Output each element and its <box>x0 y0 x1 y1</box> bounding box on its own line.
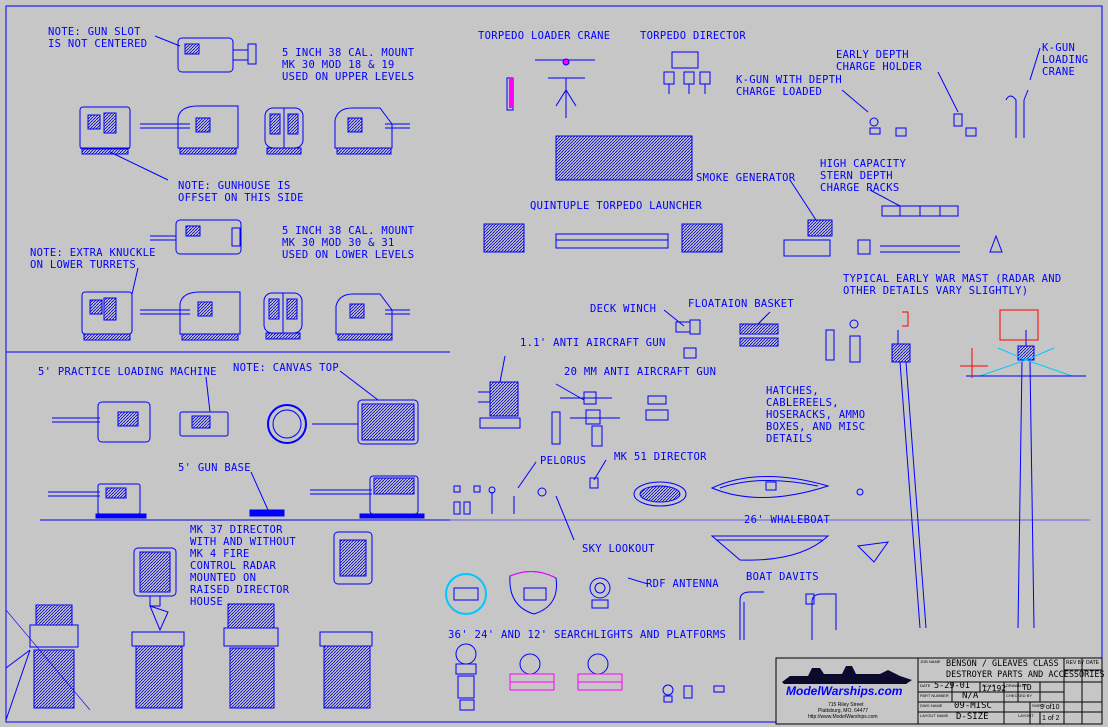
label-mk51: MK 51 DIRECTOR <box>614 451 707 463</box>
depth-charge-items <box>841 47 1041 138</box>
mount-upper-side-views <box>79 105 410 155</box>
label-mast: TYPICAL EARLY WAR MAST (RADAR AND OTHER … <box>843 273 1062 297</box>
label-rdf: RDF ANTENNA <box>646 578 719 590</box>
logo-ship <box>782 666 912 684</box>
address-line2: Plattsburg, MO. 64477 <box>818 708 869 714</box>
label-gunhouse-offset: NOTE: GUNHOUSE IS OFFSET ON THIS SIDE <box>178 180 304 204</box>
label-extra-knuckle: NOTE: EXTRA KNUCKLE ON LOWER TURRETS <box>30 247 156 271</box>
label-mount-lower: 5 INCH 38 CAL. MOUNT MK 30 MOD 30 & 31 U… <box>282 225 415 261</box>
date-value: 5-29-01 <box>934 681 970 691</box>
sheet-label: SHEET <box>1032 703 1046 708</box>
job-name-label: JOB NAME <box>920 659 941 664</box>
date-label: DATE <box>920 683 931 688</box>
torpedo-items <box>483 51 723 253</box>
label-floatation: FLOATAION BASKET <box>688 298 794 310</box>
label-pelorus: PELORUS <box>540 455 587 467</box>
layout-name-value: D-SIZE <box>956 712 989 722</box>
label-smoke: SMOKE GENERATOR <box>696 172 796 184</box>
date2-label: DATE <box>1086 660 1099 666</box>
mount-lower-side-views <box>81 267 410 341</box>
address-line3: http://www.ModelWarships.com <box>808 714 878 720</box>
checked-label: CHECKED BY <box>1006 693 1033 698</box>
layout-label: LAYOUT <box>1018 713 1034 718</box>
label-torpedo-crane: TORPEDO LOADER CRANE <box>478 30 611 42</box>
label-stern-racks: HIGH CAPACITY STERN DEPTH CHARGE RACKS <box>820 158 907 194</box>
label-davits: BOAT DAVITS <box>746 571 819 583</box>
label-sky-lookout: SKY LOOKOUT <box>582 543 655 555</box>
label-whaleboat: 26' WHALEBOAT <box>744 514 831 526</box>
rev-by-label: REV BY <box>1066 660 1085 666</box>
rdf-davits <box>445 571 837 640</box>
logo-text: ModelWarships.com <box>786 684 903 698</box>
smoke-stern-racks <box>783 179 1003 257</box>
job-name: BENSON / GLEAVES CLASS DESTROYER PARTS A… <box>946 659 1105 680</box>
label-torpedo-director: TORPEDO DIRECTOR <box>640 30 746 42</box>
label-aa20: 20 MM ANTI AIRCRAFT GUN <box>564 366 717 378</box>
label-kgun-depth: K-GUN WITH DEPTH CHARGE LOADED <box>736 74 842 98</box>
dwg-value: 09-MISC <box>954 701 992 711</box>
title-block-frame <box>775 657 1103 725</box>
label-kgun-loading: K-GUN LOADING CRANE <box>1042 42 1089 78</box>
label-aa11: 1.1' ANTI AIRCRAFT GUN <box>520 337 666 349</box>
gun-base-side <box>40 475 450 521</box>
mid-details <box>478 309 861 447</box>
label-canvas-top: NOTE: CANVAS TOP <box>233 362 339 374</box>
practice-loading-views <box>52 370 419 511</box>
drawn-value: TD <box>1022 683 1032 692</box>
scale-label: SCALE <box>982 683 996 688</box>
part-value: N/A <box>962 691 979 701</box>
mount-upper-plan <box>154 35 257 73</box>
mount-lower-plan <box>150 219 242 255</box>
layout-name-label: LAYOUT NAME <box>920 713 949 718</box>
label-hatches: HATCHES, CABLEREELS, HOSERACKS, AMMO BOX… <box>766 385 866 445</box>
label-searchlights: 36' 24' AND 12' SEARCHLIGHTS AND PLATFOR… <box>448 629 727 641</box>
whaleboat-views <box>633 476 890 563</box>
label-mount-upper: 5 INCH 38 CAL. MOUNT MK 30 MOD 18 & 19 U… <box>282 47 415 83</box>
label-gun-slot: NOTE: GUN SLOT IS NOT CENTERED <box>48 26 148 50</box>
searchlights-platforms <box>455 643 725 711</box>
scale-value: 1/192 <box>982 684 1007 693</box>
dwg-label: DWG NAME <box>920 703 943 708</box>
label-quintuple: QUINTUPLE TORPEDO LAUNCHER <box>530 200 703 212</box>
address-line1: 715 Riley Street <box>828 702 864 708</box>
small-items-row <box>450 459 1090 541</box>
label-early-depth: EARLY DEPTH CHARGE HOLDER <box>836 49 923 73</box>
label-gun-base: 5' GUN BASE <box>178 462 251 474</box>
drawn-label: DRAWN BY <box>1006 683 1028 688</box>
part-label: PART NUMBER <box>920 693 949 698</box>
label-mk37: MK 37 DIRECTOR WITH AND WITHOUT MK 4 FIR… <box>190 524 296 608</box>
label-practice-loading: 5' PRACTICE LOADING MACHINE <box>38 366 217 378</box>
label-deck-winch: DECK WINCH <box>590 303 657 315</box>
masts <box>891 330 1086 629</box>
layout-value: 1 of 2 <box>1042 715 1060 722</box>
sheet-value: 9 of10 <box>1040 704 1060 711</box>
mk37-directors <box>5 531 373 721</box>
